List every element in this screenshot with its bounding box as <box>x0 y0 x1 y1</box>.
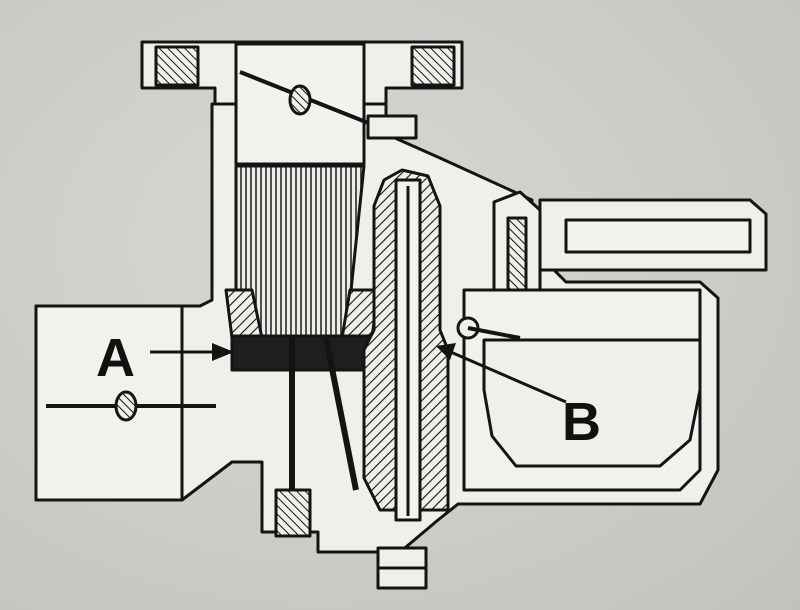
throttle-stop <box>366 114 418 140</box>
throttle-plate <box>239 70 387 132</box>
drain-plug-left <box>274 488 312 538</box>
callout-b-arrowhead <box>436 343 456 360</box>
air-intake <box>34 304 184 502</box>
float <box>482 338 702 468</box>
callout-a: A <box>96 328 234 388</box>
choke-shaft <box>114 390 138 422</box>
venturi-base <box>230 334 378 372</box>
flange-bolt-left <box>154 45 200 87</box>
callout-a-arrowhead <box>212 343 234 361</box>
idle-tube-right <box>323 337 359 491</box>
fuel-inlet-bore <box>564 218 752 254</box>
float-lever <box>467 326 521 340</box>
flange-bolt-right <box>410 45 456 87</box>
callout-b: B <box>436 343 601 452</box>
callout-a-label: A <box>96 328 135 388</box>
callout-b-label: B <box>562 392 601 452</box>
throttle-shaft <box>288 84 312 116</box>
